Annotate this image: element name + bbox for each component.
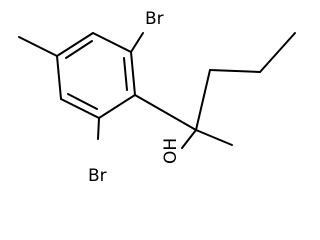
ring-bond-c2-c3 bbox=[60, 98, 100, 119]
ring-double-bond-c6-c1 bbox=[123, 57, 128, 91]
ring-bond-c3-c4 bbox=[56, 55, 62, 100]
molecule-structure: Br Br OH bbox=[18, 9, 296, 186]
carbinol-hydroxyl-bond bbox=[181, 129, 197, 149]
chain-bond-1 bbox=[195, 69, 211, 131]
chain-bond-3 bbox=[259, 32, 296, 73]
carbinol-methyl-bond bbox=[195, 129, 233, 146]
methyl-bond bbox=[18, 36, 58, 57]
bromine-top-label: Br bbox=[145, 9, 164, 29]
bromine-top-bond bbox=[130, 32, 144, 53]
ring-double-bond-c4-c5 bbox=[65, 40, 93, 59]
bromine-bottom-bond bbox=[97, 117, 100, 140]
ring-bond-c5-c6 bbox=[92, 32, 132, 53]
ring-double-bond-c2-c3 bbox=[67, 93, 98, 110]
chain-bond-2 bbox=[209, 69, 261, 73]
ring-to-carbinol-bond bbox=[134, 94, 197, 131]
ring-bond-c6-c1 bbox=[130, 51, 136, 96]
bromine-bottom-label: Br bbox=[88, 166, 107, 186]
ring-bond-c4-c5 bbox=[56, 32, 94, 57]
molecule-canvas: Br Br OH bbox=[18, 9, 296, 186]
hydroxyl-label: OH bbox=[161, 138, 181, 164]
ring-bond-c1-c2 bbox=[98, 94, 136, 119]
